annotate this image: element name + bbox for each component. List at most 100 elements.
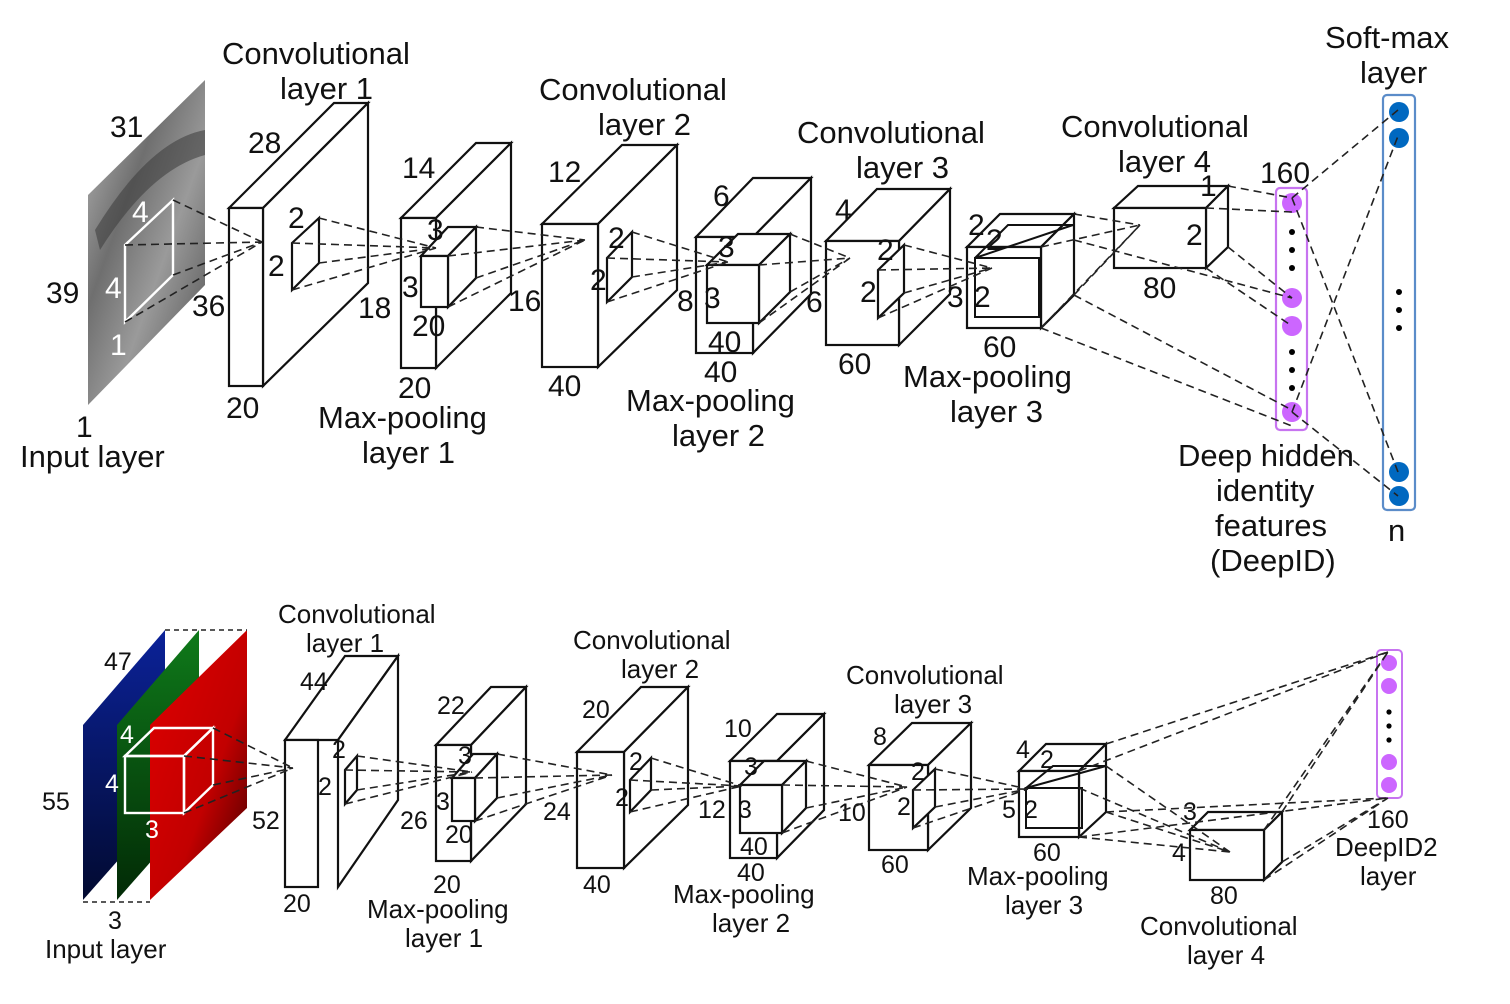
top-pool3: 2 2 3 2 60 Max-pooling layer 3 bbox=[903, 209, 1077, 429]
dimension-label: 8 bbox=[677, 285, 694, 318]
layer-shape bbox=[705, 263, 761, 325]
ellipsis-dot bbox=[1289, 229, 1295, 235]
input-layer-label: Input layer bbox=[20, 439, 165, 474]
dimension-label: 18 bbox=[358, 292, 391, 325]
dimension-label: 3 bbox=[704, 282, 721, 315]
dimension-label: 8 bbox=[873, 723, 887, 751]
dimension-label: 10 bbox=[724, 715, 752, 743]
layer-shape bbox=[450, 776, 477, 823]
dimension-label: 2 bbox=[590, 264, 607, 297]
dimension-label: Max-pooling bbox=[626, 383, 795, 418]
dimension-label: Convolutional bbox=[1140, 911, 1298, 941]
dimension-label: 160 bbox=[1367, 806, 1409, 834]
input-channels: 1 bbox=[76, 411, 93, 444]
deepid-nodes bbox=[1282, 193, 1302, 422]
dimension-label: layer 2 bbox=[621, 654, 699, 684]
ellipsis-dot bbox=[1386, 709, 1392, 715]
dimension-label: layer bbox=[1360, 55, 1427, 90]
dimension-label: Deep hidden bbox=[1178, 438, 1354, 473]
dimension-label: 3 bbox=[427, 214, 444, 247]
dimension-label: 60 bbox=[1033, 839, 1061, 867]
dimension-label: n bbox=[1388, 513, 1405, 548]
dimension-label: 20 bbox=[283, 890, 311, 918]
conv1-title: Convolutional bbox=[222, 36, 410, 71]
dimension-label: 20 bbox=[433, 871, 461, 899]
dimension-label: 2 bbox=[268, 250, 285, 283]
dimension-label: 2 bbox=[877, 234, 894, 267]
dimension-label: Max-pooling bbox=[967, 861, 1109, 891]
dimension-label: layer 3 bbox=[950, 394, 1043, 429]
layer-shape bbox=[227, 206, 265, 388]
top-input-layer: 4 4 1 31 39 1 Input layer bbox=[20, 80, 205, 474]
connection-lines bbox=[781, 760, 908, 834]
connection-lines bbox=[1040, 239, 1293, 427]
connection-lines bbox=[474, 753, 613, 822]
layer-shape bbox=[575, 750, 626, 870]
dimension-label: layer 4 bbox=[1187, 940, 1265, 970]
layer-shape bbox=[974, 224, 1074, 259]
bottom-conv3: 8 10 60 2 2 Convolutional layer 3 bbox=[838, 660, 1004, 879]
connection-lines bbox=[83, 629, 247, 903]
dimension-label: 80 bbox=[1143, 272, 1176, 305]
dimension-label: 2 bbox=[911, 758, 925, 786]
layer-shape bbox=[419, 254, 450, 309]
ellipsis-dot bbox=[1289, 349, 1295, 355]
dimension-label: 2 bbox=[1186, 219, 1203, 252]
layer-shape bbox=[1274, 186, 1309, 432]
dimension-label: layer 1 bbox=[280, 71, 373, 106]
dimension-label: 28 bbox=[248, 127, 281, 160]
connection-lines bbox=[344, 755, 473, 805]
top-softmax-layer: Soft-max layer n bbox=[1325, 20, 1450, 548]
dimension-label: 60 bbox=[983, 331, 1016, 364]
softmax-nodes bbox=[1389, 102, 1409, 506]
dimension-label: Convolutional bbox=[846, 660, 1004, 690]
dimension-label: 2 bbox=[318, 773, 332, 801]
layer-shape bbox=[965, 245, 1043, 330]
dimension-label: Convolutional bbox=[1061, 109, 1249, 144]
layer-shape bbox=[1376, 649, 1403, 799]
bottom-deepid2-layer: 160 DeepID2 layer bbox=[1335, 649, 1438, 891]
input-filter-h: 4 bbox=[105, 272, 122, 305]
dimension-label: 2 bbox=[615, 784, 629, 812]
input-red-channel bbox=[150, 630, 247, 900]
input-height: 39 bbox=[46, 277, 79, 310]
dimension-label: 3 bbox=[947, 281, 964, 314]
dimension-label: 2 bbox=[968, 209, 985, 242]
dimension-label: Max-pooling bbox=[318, 400, 487, 435]
input-filter-c: 1 bbox=[110, 329, 127, 362]
dimension-label: 3 bbox=[1183, 798, 1197, 826]
dimension-label: 2 bbox=[1024, 796, 1038, 824]
top-conv4: 1 2 80 Convolutional layer 4 bbox=[1061, 109, 1249, 305]
top-pool2: 6 8 40 3 3 40 Max-pooling layer 2 bbox=[626, 175, 814, 453]
dimension-label: layer 2 bbox=[672, 418, 765, 453]
dimension-label: Convolutional bbox=[278, 599, 436, 629]
dimension-label: 2 bbox=[986, 224, 1003, 257]
dimension-label: features bbox=[1215, 508, 1327, 543]
dimension-label: layer bbox=[1360, 861, 1417, 891]
dimension-label: 3 bbox=[402, 271, 419, 304]
dimension-label: (DeepID) bbox=[1210, 543, 1336, 578]
connection-lines bbox=[447, 226, 586, 308]
deepid-neuron bbox=[1282, 316, 1302, 336]
connection-lines bbox=[291, 217, 437, 291]
ellipsis-dot bbox=[1289, 367, 1295, 373]
layer-shape bbox=[1188, 828, 1266, 882]
deepid-neuron bbox=[1282, 193, 1302, 213]
dimension-label: 3 bbox=[108, 907, 122, 935]
dimension-label: layer 2 bbox=[598, 107, 691, 142]
dimension-label: layer 3 bbox=[856, 150, 949, 185]
dimension-label: 20 bbox=[226, 392, 259, 425]
connection-lines bbox=[758, 233, 851, 324]
dimension-label: 6 bbox=[713, 180, 730, 213]
softmax-neuron bbox=[1389, 486, 1409, 506]
dimension-label: 12 bbox=[698, 796, 726, 824]
dimension-label: Max-pooling bbox=[673, 879, 815, 909]
layer-shape bbox=[1025, 787, 1083, 829]
connection-lines bbox=[1040, 213, 1141, 329]
layer-shape bbox=[1381, 93, 1417, 512]
dimension-label: 36 bbox=[192, 290, 225, 323]
dimension-label: 2 bbox=[608, 222, 625, 255]
dimension-label: identity bbox=[1216, 473, 1315, 508]
connection-lines bbox=[183, 727, 294, 814]
